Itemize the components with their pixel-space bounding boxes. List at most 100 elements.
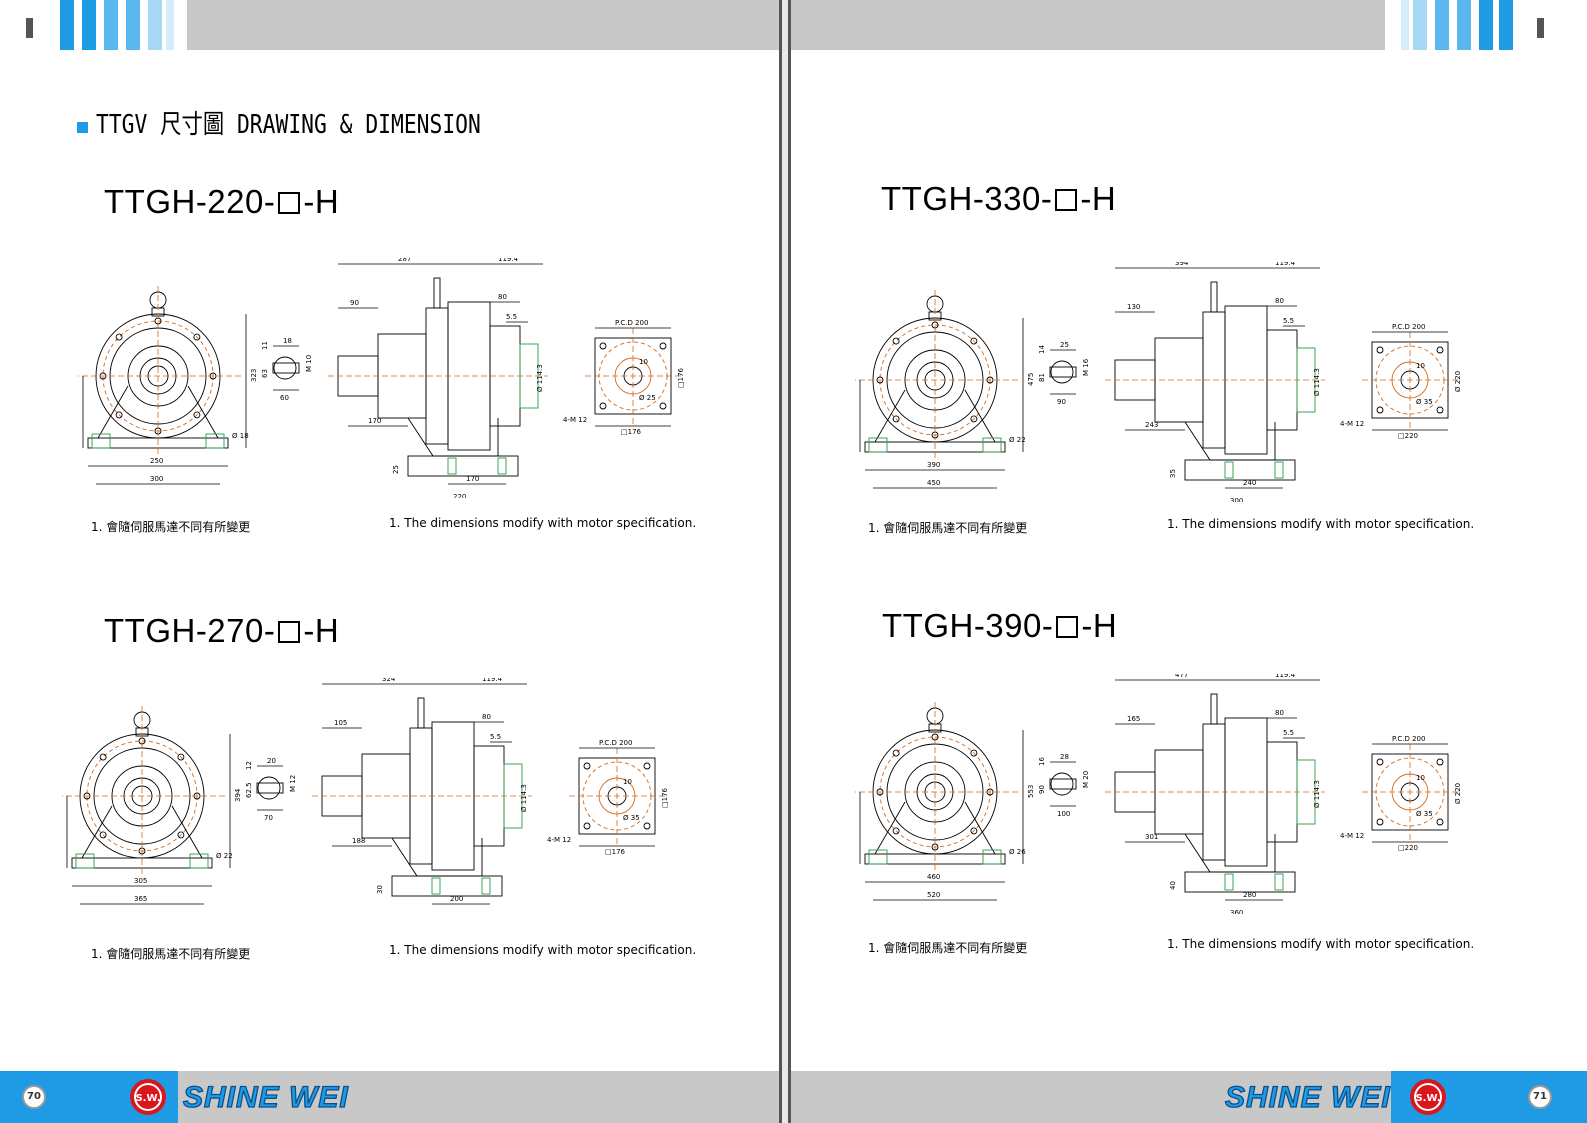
model-placeholder-box — [278, 621, 301, 643]
side-base-bolt — [1224, 461, 1234, 479]
side-flange-length: 80 — [1275, 297, 1284, 305]
side-base-bolt — [447, 457, 457, 475]
side-shaft-length: 130 — [1127, 303, 1140, 311]
side-extension: 119.4 — [482, 678, 503, 683]
bolt-hole — [970, 337, 978, 345]
front-inner-width: 250 — [150, 457, 163, 465]
side-lifting-eye — [1210, 281, 1218, 313]
side-shaft-height: 243 — [1145, 421, 1158, 429]
front-hole-dia: Ø 18 — [232, 432, 249, 440]
key-shaft-end — [273, 356, 297, 380]
front-outer-width: 300 — [150, 475, 163, 483]
note-en-270: 1. The dimensions modify with motor spec… — [389, 943, 697, 957]
side-base-bolt — [1224, 873, 1234, 891]
side-flange-length: 80 — [1275, 709, 1284, 717]
footer: SHINE WEI S.W. 71 — [791, 1071, 1587, 1123]
side-base-plate — [391, 875, 503, 897]
key-width: 20 — [267, 757, 276, 765]
corner-mark — [1537, 18, 1544, 38]
note-zh-330: 1. 會隨伺服馬達不同有所變更 — [868, 521, 1028, 535]
side-base-thickness: 35 — [1169, 469, 1177, 478]
top-gray-band — [791, 0, 1385, 50]
front-base-height: 210 — [62, 825, 64, 838]
stripe — [1499, 0, 1513, 50]
bolt-hole — [892, 749, 900, 757]
corner-mark — [26, 18, 33, 38]
footer-gray-band — [791, 1071, 1391, 1123]
flange-square-size: □176 — [621, 428, 642, 436]
model-title-220: TTGH-220--H — [104, 183, 340, 220]
key-height: 90 — [1038, 785, 1046, 794]
flange-bolt-hole — [1376, 346, 1384, 354]
flange-key: 10 — [1416, 362, 1425, 370]
note-en-220: 1. The dimensions modify with motor spec… — [389, 516, 697, 530]
key-depth: 16 — [1038, 757, 1046, 766]
flange-pcd: P.C.D 200 — [615, 319, 648, 327]
side-base-inner: 170 — [466, 475, 479, 483]
flange-bolt-spec: 4-M 12 — [547, 836, 571, 844]
flange-dia: Ø 220 — [1454, 371, 1462, 392]
key-height: 81 — [1038, 373, 1046, 382]
side-shaft-height: 301 — [1145, 833, 1158, 841]
front-outer-width: 520 — [927, 891, 940, 899]
key-shaft-end — [257, 776, 281, 800]
key-thread: M 16 — [1082, 358, 1090, 376]
flange-bolt-hole — [1376, 818, 1384, 826]
top-bar — [0, 0, 779, 50]
side-output-dia: Ø 114.3 — [536, 364, 544, 392]
key-slot — [1049, 366, 1077, 378]
front-base-height: 290 — [855, 821, 857, 834]
side-base-inner: 200 — [450, 895, 463, 903]
flange-hole: Ø 35 — [623, 814, 640, 822]
bolt-hole — [970, 749, 978, 757]
side-flange-length: 80 — [482, 713, 491, 721]
bolt-hole — [99, 831, 107, 839]
flange-bolt-hole — [643, 822, 651, 830]
front-support-ribs — [81, 805, 203, 859]
front-height: 553 — [1027, 785, 1035, 798]
key-width: 25 — [1060, 341, 1069, 349]
front-inner-width: 460 — [927, 873, 940, 881]
stripe — [82, 0, 96, 50]
key-depth: 14 — [1038, 345, 1046, 354]
stripe — [60, 0, 74, 50]
side-flange-length: 80 — [498, 293, 507, 301]
flange-hole: Ø 25 — [639, 394, 656, 402]
side-base-bolt — [1274, 873, 1284, 891]
flange-dia: Ø 220 — [1454, 783, 1462, 804]
flange-bolt-hole — [1436, 406, 1444, 414]
key-shaft-end — [1050, 772, 1074, 796]
front-inner-width: 390 — [927, 461, 940, 469]
stripe — [126, 0, 140, 50]
page-number: 71 — [1528, 1085, 1552, 1109]
side-extension: 119.4 — [1275, 262, 1296, 267]
bolt-hole — [892, 827, 900, 835]
side-base-plate — [1184, 459, 1296, 481]
side-output-dia: Ø 114.3 — [1313, 368, 1321, 396]
flange-bolt-hole — [1436, 758, 1444, 766]
bolt-hole — [892, 415, 900, 423]
note-en-330: 1. The dimensions modify with motor spec… — [1167, 517, 1475, 531]
flange-key: 10 — [639, 358, 648, 366]
side-base-bolt — [431, 877, 441, 895]
flange-square-size: □176 — [605, 848, 626, 856]
flange-bolt-hole — [1376, 406, 1384, 414]
flange-bolt-spec: 4-M 12 — [1340, 420, 1364, 428]
base-foot-right — [189, 853, 209, 869]
base-foot-left — [868, 849, 888, 865]
flange-bolt-hole — [643, 762, 651, 770]
flange-bolt-hole — [599, 342, 607, 350]
flange-pcd: P.C.D 200 — [1392, 323, 1425, 331]
bolt-hole — [99, 753, 107, 761]
section-title: TTGV 尺寸圖 DRAWING & DIMENSION — [96, 110, 481, 140]
flange-square-size: □220 — [1398, 432, 1418, 440]
flange-dia: □176 — [677, 367, 685, 388]
side-shaft-height: 188 — [352, 837, 365, 845]
front-hole-dia: Ø 22 — [1009, 436, 1026, 444]
side-base-bolt — [1274, 461, 1284, 479]
side-extension: 119.4 — [1275, 674, 1296, 679]
bolt-hole — [193, 411, 201, 419]
model-placeholder-box — [1056, 616, 1079, 638]
